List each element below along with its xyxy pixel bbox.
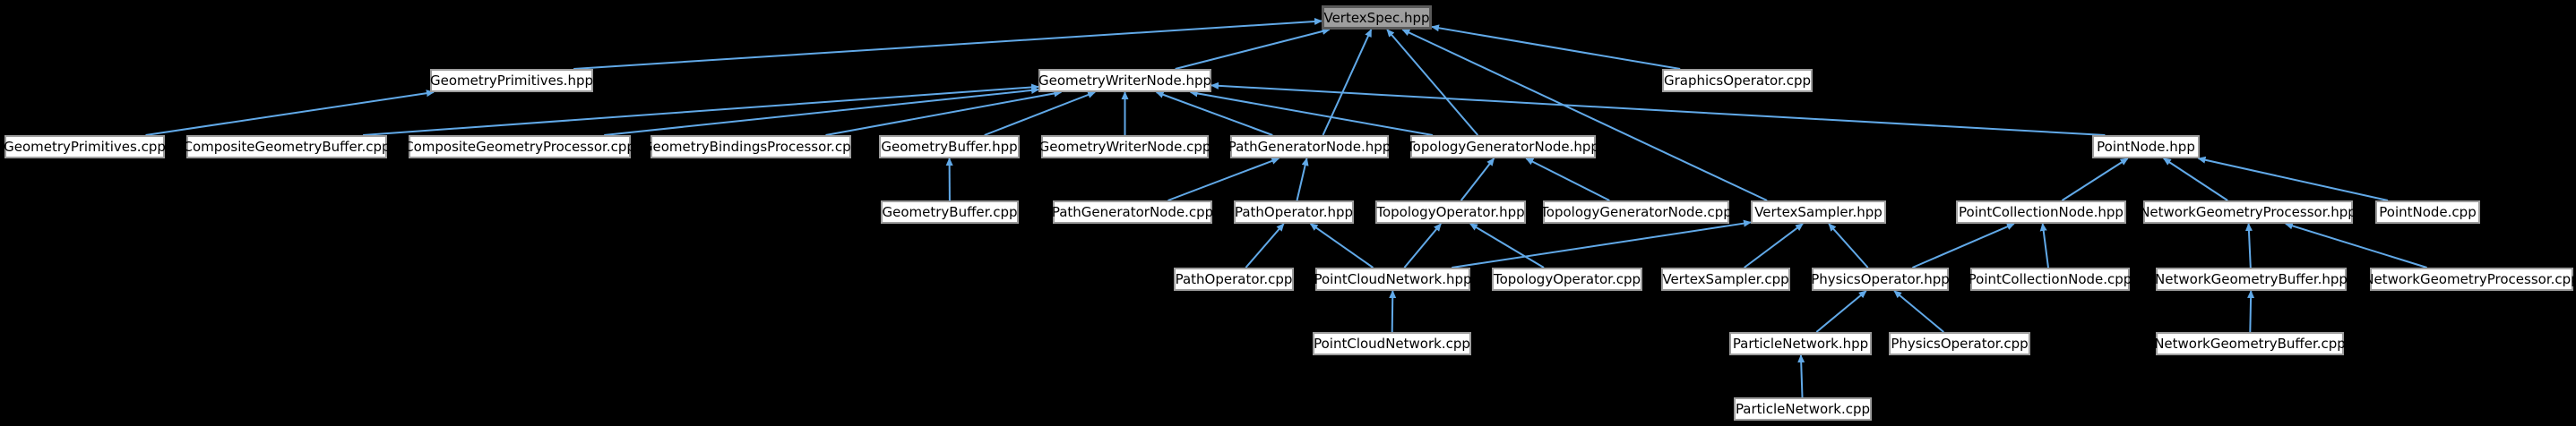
edge-PointCloudNetwork_cpp-to-PointCloudNetwork_hpp (1389, 290, 1397, 333)
node-networkgeometrybuffer-hpp[interactable]: NetworkGeometryBuffer.hpp (2155, 268, 2348, 291)
edge-GraphicsOperator_cpp-to-VertexSpec_hpp (1431, 24, 1681, 70)
edge-ParticleNetwork_cpp-to-ParticleNetwork_hpp (1797, 354, 1805, 398)
node-networkgeometryprocessor-cpp[interactable]: NetworkGeometryProcessor.cpp (2364, 268, 2576, 291)
node-vertexspec-hpp[interactable]: VertexSpec.hpp (1322, 5, 1432, 30)
edge-PointCollectionNode_hpp-to-PointNode_hpp (2061, 158, 2129, 201)
node-pathoperator-hpp[interactable]: PathOperator.hpp (1234, 200, 1354, 224)
edge-PointCloudNetwork_hpp-to-VertexSampler_hpp (1452, 219, 1752, 268)
node-pointnode-hpp[interactable]: PointNode.hpp (2092, 135, 2200, 158)
edge-VertexSampler_cpp-to-VertexSampler_hpp (1744, 223, 1804, 268)
edge-GeometryPrimitives_cpp-to-GeometryPrimitives_hpp (145, 89, 435, 136)
edge-PointNode_cpp-to-PointNode_hpp (2197, 156, 2389, 201)
node-physicsoperator-hpp[interactable]: PhysicsOperator.hpp (1811, 268, 1950, 291)
edge-TopologyGeneratorNode_cpp-to-TopologyGeneratorNode_hpp (1525, 158, 1610, 201)
edge-VertexSampler_hpp-to-VertexSpec_hpp (1401, 29, 1768, 201)
node-vertexsampler-cpp[interactable]: VertexSampler.cpp (1661, 268, 1790, 291)
node-geometrywriternode-hpp[interactable]: GeometryWriterNode.hpp (1038, 69, 1211, 92)
node-graphicsoperator-cpp[interactable]: GraphicsOperator.cpp (1662, 69, 1813, 92)
edge-GeometryBuffer_hpp-to-GeometryWriterNode_hpp (984, 91, 1097, 136)
edge-PathGeneratorNode_cpp-to-PathGeneratorNode_hpp (1167, 158, 1280, 201)
node-particlenetwork-cpp[interactable]: ParticleNetwork.cpp (1734, 397, 1872, 421)
edge-GeometryWriterNode_hpp-to-VertexSpec_hpp (1175, 28, 1331, 70)
node-pointcollectionnode-cpp[interactable]: PointCollectionNode.cpp (1969, 268, 2132, 291)
edge-TopologyOperator_hpp-to-TopologyGeneratorNode_hpp (1460, 158, 1495, 201)
node-geometrywriternode-cpp[interactable]: GeometryWriterNode.cpp (1039, 135, 1210, 158)
edge-NetworkGeometryProcessor_cpp-to-NetworkGeometryProcessor_hpp (2284, 222, 2427, 268)
node-geometryprimitives-hpp[interactable]: GeometryPrimitives.hpp (430, 69, 593, 92)
node-pointnode-cpp[interactable]: PointNode.cpp (2375, 200, 2480, 224)
node-pointcollectionnode-hpp[interactable]: PointCollectionNode.hpp (1956, 200, 2126, 224)
node-topologygeneratornode-hpp[interactable]: TopologyGeneratorNode.hpp (1407, 135, 1599, 158)
edge-TopologyOperator_cpp-to-TopologyOperator_hpp (1469, 223, 1545, 268)
edge-PathOperator_hpp-to-PathGeneratorNode_hpp (1296, 158, 1309, 201)
node-pathgeneratornode-hpp[interactable]: PathGeneratorNode.hpp (1228, 135, 1391, 158)
node-topologyoperator-cpp[interactable]: TopologyOperator.cpp (1492, 268, 1642, 291)
edge-CompositeGeometryBuffer_cpp-to-GeometryWriterNode_hpp (363, 83, 1039, 136)
node-pathoperator-cpp[interactable]: PathOperator.cpp (1174, 268, 1294, 291)
edge-PhysicsOperator_hpp-to-VertexSampler_hpp (1828, 223, 1869, 268)
node-particlenetwork-hpp[interactable]: ParticleNetwork.hpp (1729, 332, 1872, 355)
edge-ParticleNetwork_hpp-to-PhysicsOperator_hpp (1815, 290, 1867, 333)
edge-PointCollectionNode_cpp-to-PointCollectionNode_hpp (2039, 223, 2049, 268)
edge-PathGeneratorNode_hpp-to-GeometryWriterNode_hpp (1155, 91, 1273, 136)
edge-PointCloudNetwork_hpp-to-TopologyOperator_hpp (1403, 223, 1442, 268)
edge-NetworkGeometryProcessor_hpp-to-PointNode_hpp (2162, 158, 2228, 201)
edge-NetworkGeometryBuffer_hpp-to-NetworkGeometryProcessor_hpp (2244, 223, 2253, 268)
node-pointcloudnetwork-hpp[interactable]: PointCloudNetwork.hpp (1314, 268, 1472, 291)
edge-PathOperator_cpp-to-PathOperator_hpp (1245, 223, 1285, 268)
node-topologyoperator-hpp[interactable]: TopologyOperator.hpp (1375, 200, 1526, 224)
edge-PhysicsOperator_hpp-to-PointCollectionNode_hpp (1912, 223, 2015, 268)
edge-GeometryBindingsProcessor_cpp-to-GeometryWriterNode_hpp (825, 89, 1063, 136)
edge-GeometryPrimitives_hpp-to-VertexSpec_hpp (573, 17, 1322, 70)
edge-NetworkGeometryBuffer_cpp-to-NetworkGeometryBuffer_hpp (2247, 290, 2255, 333)
edge-PointNode_hpp-to-GeometryWriterNode_hpp (1210, 81, 2106, 136)
node-compositegeometrybuffer-cpp[interactable]: CompositeGeometryBuffer.cpp (183, 135, 391, 158)
node-networkgeometryprocessor-hpp[interactable]: NetworkGeometryProcessor.hpp (2140, 200, 2356, 224)
node-geometryprimitives-cpp[interactable]: GeometryPrimitives.cpp (4, 135, 166, 158)
node-geometrybindingsprocessor-cpp[interactable]: GeometryBindingsProcessor.cpp (642, 135, 859, 158)
node-compositegeometryprocessor-cpp[interactable]: CompositeGeometryProcessor.cpp (404, 135, 635, 158)
edge-CompositeGeometryProcessor_cpp-to-GeometryWriterNode_hpp (604, 86, 1039, 136)
edge-TopologyGeneratorNode_hpp-to-GeometryWriterNode_hpp (1189, 89, 1434, 136)
node-vertexsampler-hpp[interactable]: VertexSampler.hpp (1751, 200, 1886, 224)
node-networkgeometrybuffer-cpp[interactable]: NetworkGeometryBuffer.cpp (2154, 332, 2346, 355)
node-pathgeneratornode-cpp[interactable]: PathGeneratorNode.cpp (1052, 200, 1213, 224)
node-topologygeneratornode-cpp[interactable]: TopologyGeneratorNode.cpp (1540, 200, 1732, 224)
edge-TopologyGeneratorNode_hpp-to-VertexSpec_hpp (1386, 29, 1479, 136)
edge-PointCloudNetwork_hpp-to-PathOperator_hpp (1309, 223, 1374, 268)
node-physicsoperator-cpp[interactable]: PhysicsOperator.cpp (1889, 332, 2030, 355)
node-geometrybuffer-cpp[interactable]: GeometryBuffer.cpp (881, 200, 1019, 224)
node-pointcloudnetwork-cpp[interactable]: PointCloudNetwork.cpp (1313, 332, 1471, 355)
node-geometrybuffer-hpp[interactable]: GeometryBuffer.hpp (879, 135, 1020, 158)
edge-PhysicsOperator_cpp-to-PhysicsOperator_hpp (1893, 290, 1944, 333)
